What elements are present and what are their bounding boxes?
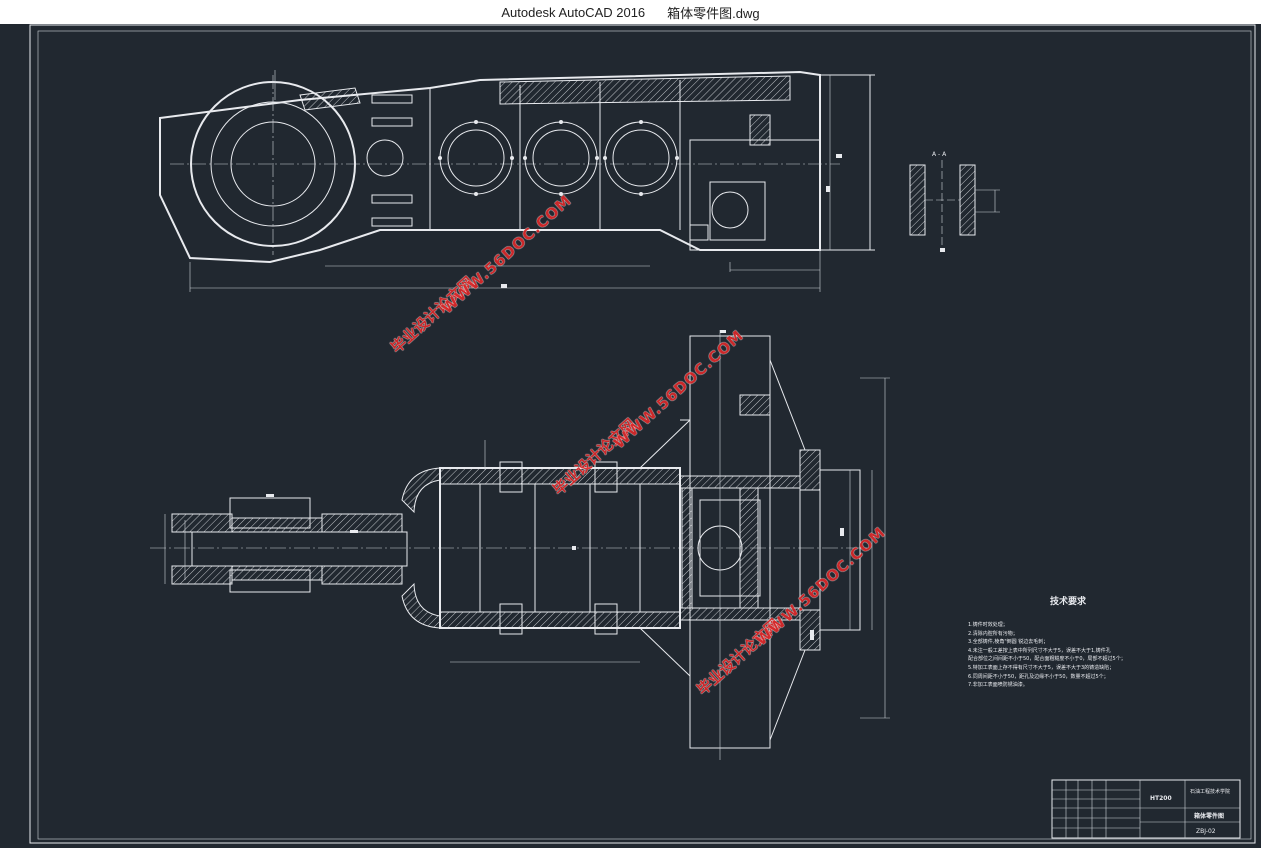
school-text: 石油工程技术学院 [1190, 788, 1230, 795]
material-text: HT200 [1150, 795, 1172, 802]
tech-req-item-7: 6.同周间距不小于50，距孔及边缘不小于50，数量不超过5个； [968, 673, 1109, 680]
tech-req-title: 技术要求 [1049, 597, 1086, 607]
tech-req-item-5: 配合部位之间间距不小于50，配合面粗糙度不小于0，局部不超过5个； [968, 656, 1126, 663]
tech-req-item-1: 1.铸件时效处理； [968, 622, 1008, 628]
tech-req-item-4: 4.未注一般工差按上表中所列尺寸不大于5，误差不大于1,铸件孔 [968, 647, 1111, 654]
drawing-number-text: ZBJ-02 [1196, 828, 1216, 835]
front-section-view [150, 330, 890, 760]
title-block: HT200 石油工程技术学院 箱体零件图 ZBJ-02 [1051, 779, 1241, 839]
tech-req-item-8: 7.非加工表面喷防锈油漆。 [968, 682, 1028, 689]
flange-2 [524, 121, 598, 195]
window-title-bar: Autodesk AutoCAD 2016 箱体零件图.dwg [0, 0, 1261, 25]
tech-req-item-6: 5.特加工表面上存不得有尺寸不大于5，误差不大于3的铸造缺陷； [968, 664, 1115, 671]
technical-requirements: 技术要求 1.铸件时效处理； 2.清除内腔所有污物； 3.全部铸件,棱角"倒圆 … [968, 594, 1168, 690]
inner-frame [37, 30, 1252, 840]
cad-drawing: A - A [29, 24, 1256, 844]
flange-3 [604, 121, 678, 195]
section-label: A - A [932, 151, 947, 158]
drawing-canvas[interactable]: A - A [0, 24, 1261, 848]
top-view [159, 70, 875, 292]
file-name: 箱体零件图.dwg [667, 5, 760, 21]
outer-frame [29, 24, 1256, 844]
drawing-name-text: 箱体零件图 [1194, 812, 1224, 820]
app-title: Autodesk AutoCAD 2016 [501, 4, 646, 20]
tech-req-item-3: 3.全部铸件,棱角"倒圆 锐边去毛刺； [968, 639, 1049, 646]
section-a-a: A - A [909, 151, 1000, 252]
tech-req-item-2: 2.清除内腔所有污物； [968, 630, 1018, 637]
flange-1 [439, 121, 513, 195]
